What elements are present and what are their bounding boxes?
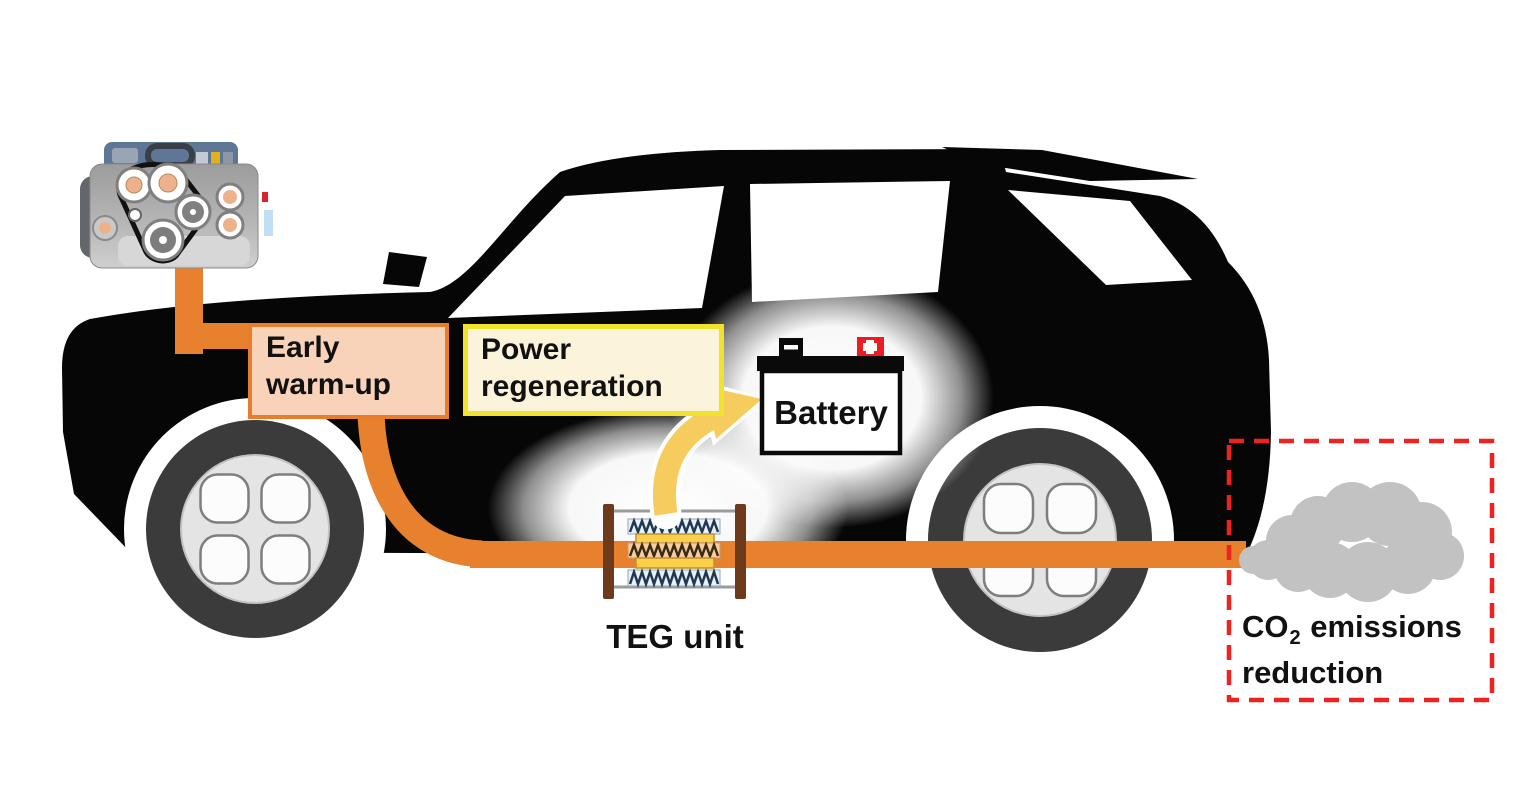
rear-wheel [906, 406, 1174, 674]
co2-dashed-box [1226, 438, 1495, 703]
early-warmup-label-line2: warm-up [266, 368, 392, 401]
exhaust-cloud [1239, 482, 1464, 602]
front-rim [180, 454, 330, 604]
power-regeneration-box: Power regeneration [463, 324, 724, 416]
rear-spoiler [942, 147, 1198, 181]
battery-icon [757, 337, 904, 456]
power-regeneration-label-line1: Power [481, 333, 572, 366]
co2-subscript: 2 [1289, 627, 1301, 649]
front-window [448, 186, 724, 318]
early-warmup-label-line1: Early [266, 331, 340, 364]
co2-emissions-line2: reduction [1242, 655, 1384, 690]
front-wheel [124, 398, 386, 660]
engine-icon [80, 142, 273, 269]
exhaust-pipe [171, 252, 1246, 568]
power-regeneration-label-line2: regeneration [481, 370, 663, 403]
battery-label: Battery [774, 394, 888, 431]
hatch-window [1008, 190, 1192, 285]
side-mirror [383, 252, 427, 287]
teg-unit-label: TEG unit [606, 618, 744, 655]
co2-emissions-line1: CO2 emissions [1242, 609, 1462, 649]
rear-rim [963, 463, 1117, 617]
early-warmup-box: Early warm-up [248, 323, 449, 419]
co2-emissions-label: CO2 emissions reduction [1242, 606, 1492, 694]
